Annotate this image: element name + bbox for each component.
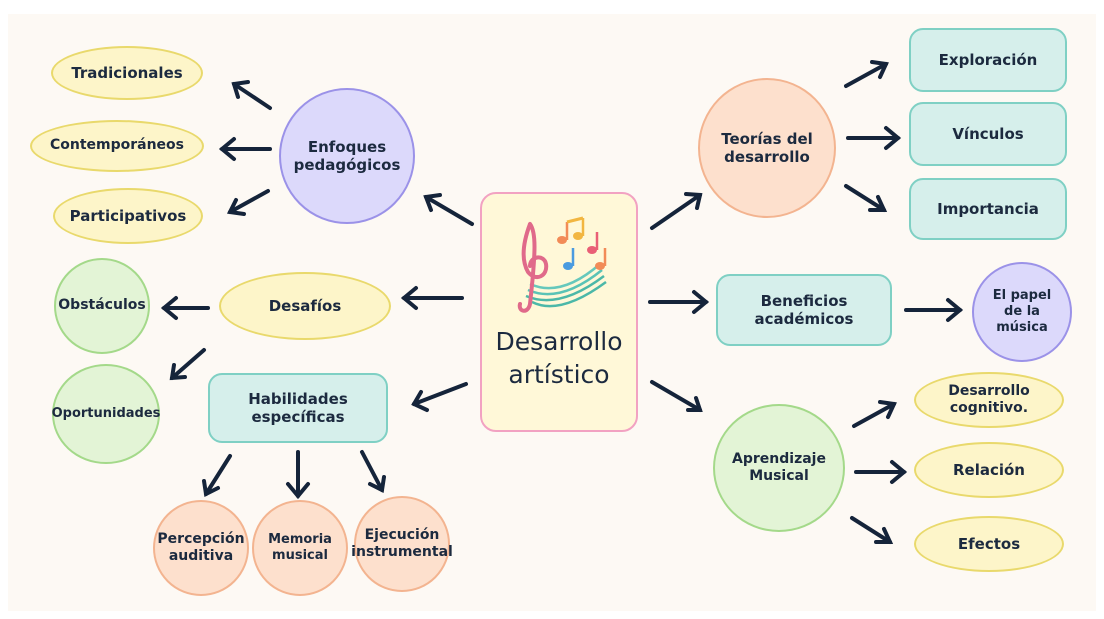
enfoques-line1: Enfoques <box>307 137 387 156</box>
arrow-habilidades-to-memoria <box>286 450 310 500</box>
arrow-center-to-desafios <box>400 286 464 310</box>
oportunidades-node: Oportunidades <box>52 364 160 464</box>
arrow-habilidades-to-percepcion <box>202 454 232 498</box>
arrow-desafios-to-oportunidades <box>169 348 206 381</box>
memoria-node: Memoria musical <box>252 500 348 596</box>
central-title-line1: Desarrollo <box>495 327 623 356</box>
music-notes-icon <box>517 216 607 313</box>
aprendizaje-line1: Aprendizaje <box>732 450 826 467</box>
enfoques-node: Enfoques pedagógicos <box>279 88 415 224</box>
arrow-desafios-to-obstaculos <box>160 296 210 320</box>
arrow-center-to-beneficios <box>648 290 710 314</box>
percepcion-node: Percepción auditiva <box>153 500 249 596</box>
percepcion-line1: Percepción <box>157 530 245 547</box>
memoria-line2: musical <box>272 548 328 563</box>
ejecucion-node: Ejecución instrumental <box>351 496 453 592</box>
papel-musica-node: El papel de la música <box>972 262 1072 362</box>
teorias-line2: desarrollo <box>724 148 810 166</box>
ejecucion-line1: Ejecución <box>364 526 440 543</box>
percepcion-line2: auditiva <box>168 548 234 564</box>
arrow-enfoques-to-contemporaneos <box>218 137 272 161</box>
arrow-aprendizaje-to-efectos <box>850 516 894 544</box>
relacion-node: Relación <box>914 442 1064 498</box>
arrow-teorias-to-exploracion <box>844 60 889 88</box>
ejecucion-line2: instrumental <box>351 544 453 560</box>
arrow-teorias-to-importancia <box>844 184 888 212</box>
arrow-center-to-enfoques <box>423 193 474 226</box>
arrow-habilidades-to-ejecucion <box>360 450 386 494</box>
habilidades-line1: Habilidades <box>248 389 348 408</box>
importancia-node: Importancia <box>909 178 1067 240</box>
aprendizaje-line2: Musical <box>749 468 809 484</box>
arrow-teorias-to-vinculos <box>846 126 902 150</box>
contemporaneos-node: Contemporáneos <box>30 120 204 172</box>
central-node: Desarrollo artístico <box>480 192 638 432</box>
vinculos-node: Vínculos <box>909 102 1067 166</box>
cognitivo-node: Desarrollo cognitivo. <box>914 372 1064 428</box>
arrow-center-to-aprendizaje <box>650 380 703 412</box>
teorias-line1: Teorías del <box>721 129 813 148</box>
habilidades-node: Habilidades específicas <box>208 373 388 443</box>
arrow-beneficios-to-papel <box>904 298 964 322</box>
habilidades-line2: específicas <box>251 408 345 426</box>
cognitivo-line1: Desarrollo <box>948 382 1030 399</box>
cognitivo-line2: cognitivo. <box>949 400 1029 416</box>
beneficios-node: Beneficios académicos <box>716 274 892 346</box>
arrow-aprendizaje-to-cognitivo <box>852 400 897 428</box>
desafios-node: Desafíos <box>219 272 391 340</box>
aprendizaje-node: Aprendizaje Musical <box>713 404 845 532</box>
papel-line1: El papel <box>992 288 1052 304</box>
teorias-node: Teorías del desarrollo <box>698 78 836 218</box>
beneficios-line2: académicos <box>754 310 854 328</box>
arrow-aprendizaje-to-relacion <box>854 460 908 484</box>
papel-line3: música <box>996 319 1048 335</box>
obstaculos-node: Obstáculos <box>54 258 150 354</box>
enfoques-line2: pedagógicos <box>293 156 401 174</box>
central-title-line2: artístico <box>508 359 610 389</box>
memoria-line1: Memoria <box>268 532 332 548</box>
arrow-enfoques-to-tradicionales <box>231 80 272 110</box>
arrow-enfoques-to-participativos <box>226 189 270 216</box>
beneficios-line1: Beneficios <box>760 291 848 310</box>
arrow-center-to-teorias <box>650 192 703 230</box>
exploracion-node: Exploración <box>909 28 1067 92</box>
efectos-node: Efectos <box>914 516 1064 572</box>
arrow-center-to-habilidades <box>411 382 468 412</box>
tradicionales-node: Tradicionales <box>51 46 203 100</box>
papel-line2: de la <box>1004 304 1040 320</box>
participativos-node: Participativos <box>53 188 203 244</box>
